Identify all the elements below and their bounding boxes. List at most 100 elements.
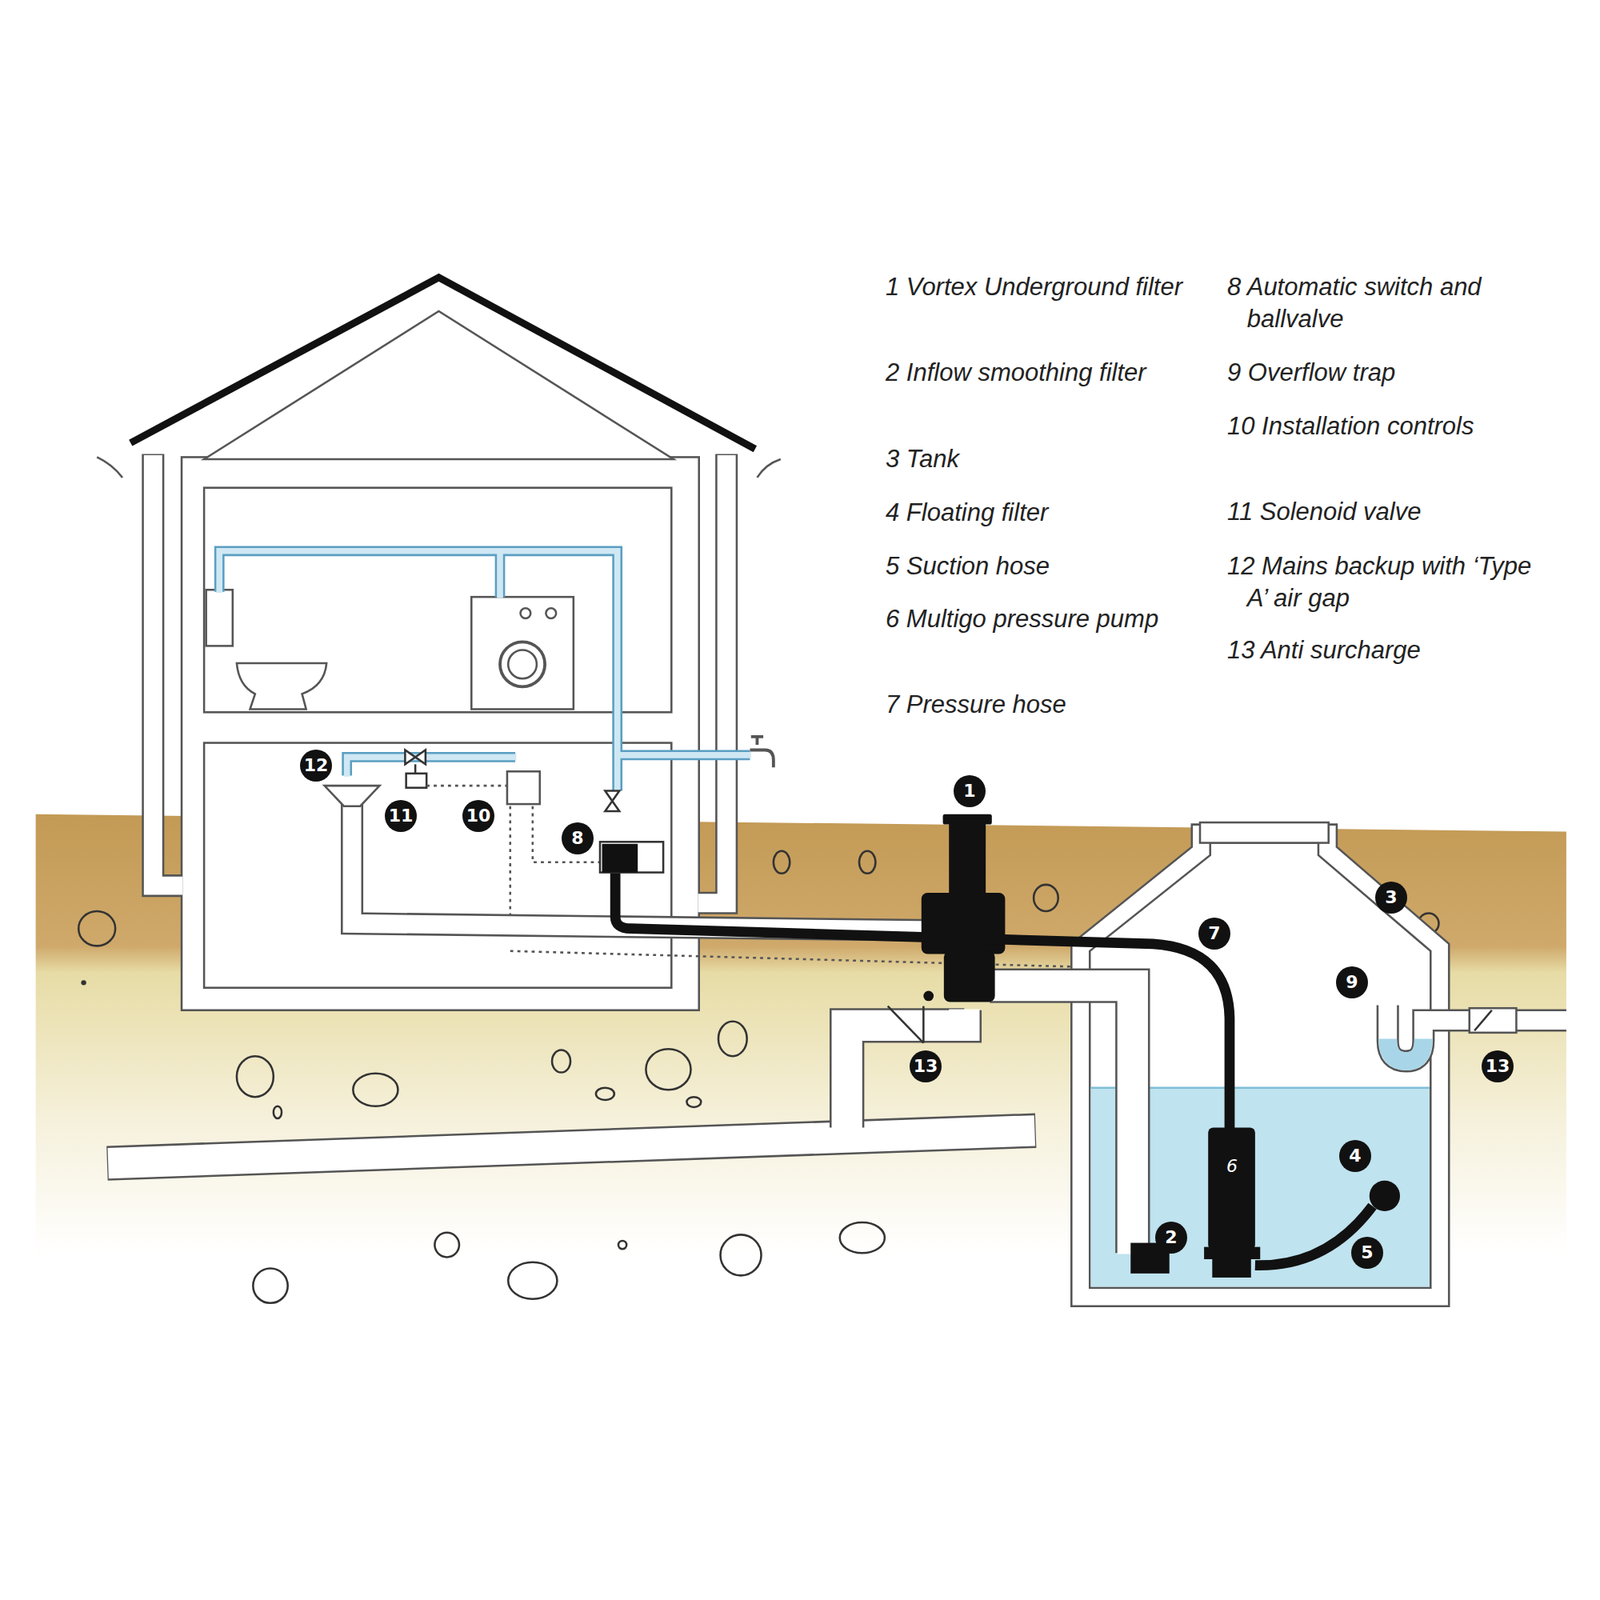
control-wire (508, 806, 512, 924)
pebble (773, 851, 790, 874)
pebble (273, 1106, 282, 1119)
drain-fill (352, 800, 956, 931)
key-entry: 12 Mains backup with ‘Type A’ air gap (1227, 550, 1552, 614)
filter-base (944, 951, 996, 1003)
washer-door (500, 641, 545, 687)
roof (130, 277, 756, 449)
callout-number: 6 (1216, 1150, 1248, 1183)
key-entry: 9 Overflow trap (1227, 356, 1552, 389)
trap-water (1388, 1038, 1424, 1061)
check-valve (1469, 1008, 1517, 1033)
pebble (352, 1073, 398, 1107)
pebble (508, 1262, 557, 1300)
surcharge-fill (847, 1008, 965, 1128)
callout-number: 4 (1339, 1140, 1372, 1172)
pebble (236, 1056, 274, 1097)
valve-symbol (404, 750, 426, 765)
downpipe-fill (697, 455, 727, 904)
key-entry: 5 Suction hose (885, 550, 1210, 583)
toilet (236, 663, 327, 709)
washer-knob (520, 608, 532, 619)
callout-number: 2 (1155, 1221, 1188, 1254)
pebble (596, 1088, 615, 1100)
pebble (434, 1232, 460, 1258)
callout-number: 1 (953, 775, 986, 808)
key-entry: 11 Solenoid valve (1227, 496, 1552, 528)
gable (204, 311, 674, 460)
key-entry: 13 Anti surcharge (1227, 634, 1552, 667)
floating-filter (1369, 1180, 1400, 1212)
pump-body (1208, 1127, 1256, 1250)
cistern (206, 589, 233, 646)
gutter (96, 456, 781, 478)
lower-room (204, 743, 672, 988)
control-wire (510, 951, 1097, 968)
upper-room (204, 488, 672, 713)
pebble (859, 851, 876, 874)
check-valve-flap (1474, 1010, 1492, 1032)
control-box (507, 771, 540, 804)
key-entry: 7 Pressure hose (885, 688, 1210, 721)
callout-number: 11 (384, 800, 417, 832)
inflow-outline (989, 985, 1133, 1253)
pipe-fill (108, 1130, 1035, 1164)
sewer-pipe (107, 1130, 1036, 1164)
solenoid-symbol (406, 773, 428, 788)
funnel (324, 785, 380, 807)
pebble (618, 1240, 627, 1249)
pebble (686, 1096, 701, 1108)
key-entry: 6 Multigo pressure pump (885, 603, 1210, 636)
key-entry: 3 Tank (885, 443, 1210, 476)
callout-number: 13 (909, 1050, 942, 1083)
pump (1204, 1127, 1400, 1278)
key-entry: 1 Vortex Underground filter (885, 271, 1210, 304)
callout-number: 5 (1351, 1236, 1384, 1269)
downpipe-fill (152, 455, 183, 886)
tap (750, 736, 774, 768)
supply-pipes (219, 551, 752, 792)
switch-housing (600, 841, 664, 872)
pebble (252, 1268, 288, 1303)
pressure-hose (615, 869, 1230, 1133)
control-wires (426, 785, 1112, 1256)
pebble (1033, 884, 1059, 912)
washing-machine (471, 596, 574, 709)
flap-line (922, 1006, 925, 1044)
control-wire (532, 806, 600, 863)
callout-number: 8 (561, 822, 594, 855)
key-entry: 4 Floating filter (885, 496, 1210, 529)
pump-base (1212, 1256, 1251, 1278)
flap-line (888, 1006, 924, 1044)
control-wire (426, 784, 508, 788)
flap-hinge (923, 991, 934, 1002)
callout-number: 13 (1481, 1050, 1514, 1083)
pebble (552, 1050, 571, 1073)
solenoid-stem (414, 764, 417, 773)
automatic-switch (602, 844, 639, 873)
fixtures (206, 589, 574, 709)
pebble (718, 1021, 748, 1056)
dot (80, 980, 86, 985)
vortex-filter (921, 814, 1006, 1003)
pebble (645, 1048, 691, 1090)
mains-fill (347, 756, 517, 776)
key-entry: 10 Installation controls (1227, 410, 1552, 443)
callout-number: 12 (300, 749, 332, 782)
surcharge-pipe (847, 991, 965, 1129)
filter-shaft (948, 822, 986, 898)
trap-fill (1388, 1004, 1568, 1061)
key-entry: 2 Inflow smoothing filter (885, 356, 1210, 389)
pipe-outline (107, 1130, 1036, 1164)
mains-drain (324, 785, 956, 931)
pebble (840, 1222, 885, 1253)
washer-door (508, 650, 537, 680)
inflow-fill (988, 985, 1133, 1254)
washer-knob (545, 608, 556, 619)
drain-outline (352, 800, 955, 931)
house (130, 277, 756, 1011)
callout-number: 3 (1375, 881, 1408, 914)
pebble (78, 911, 116, 946)
tank-lid (1200, 822, 1329, 844)
